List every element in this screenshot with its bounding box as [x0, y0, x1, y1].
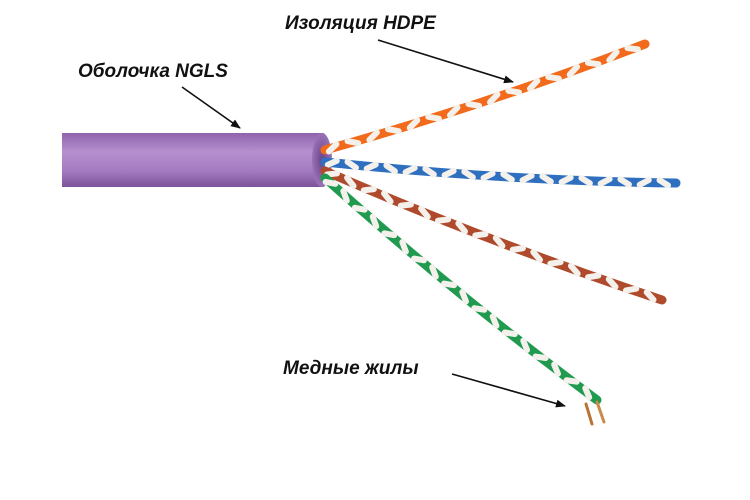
pair-blue-white-twist — [383, 162, 398, 175]
pair-green-white-twist — [441, 280, 458, 289]
pair-blue-white-twist — [617, 176, 632, 188]
pair-green-white-twist — [340, 187, 350, 204]
pair-orange-white-twist — [545, 73, 562, 82]
pair-orange-white-twist — [624, 45, 641, 53]
pair-orange-white-twist — [446, 104, 461, 119]
arrow-sheath — [181, 86, 241, 129]
pair-blue-white-twist — [324, 157, 340, 168]
pair-orange-white-twist — [366, 129, 380, 143]
pair-blue-white-twist — [461, 168, 476, 181]
pair-orange-white-twist — [487, 91, 501, 106]
pair-orange-white-twist — [465, 101, 483, 109]
pair-brown-white-twist — [381, 190, 394, 205]
pair-blue-white-twist — [578, 174, 593, 187]
pair-brown-white-twist — [344, 174, 357, 190]
pair-green-white-twist — [381, 230, 398, 239]
pair-blue-white-twist — [519, 172, 535, 184]
pair-blue-white-twist — [500, 171, 515, 183]
pair-brown-white-twist — [455, 220, 468, 235]
pair-brown-white-twist — [492, 234, 506, 249]
pair-orange-white-twist — [344, 138, 362, 147]
pair-brown-white-twist — [530, 249, 543, 263]
pair-orange — [320, 39, 650, 155]
pair-brown-white-twist — [323, 170, 340, 178]
pair-brown-white-twist — [547, 259, 564, 267]
pair-orange-white-twist — [505, 87, 522, 96]
leader-arrows — [181, 39, 566, 408]
pair-blue — [320, 157, 681, 189]
pair-green-white-twist — [489, 313, 500, 329]
copper-wire-2 — [595, 400, 606, 424]
pair-blue-white-twist — [539, 173, 554, 185]
pair-orange-white-twist — [385, 126, 402, 135]
pair-orange-white-twist — [406, 117, 421, 131]
pair-green-white-twist — [563, 377, 580, 385]
pair-brown-white-twist — [360, 186, 377, 194]
pair-blue-white-twist — [441, 167, 457, 179]
pair-brown-white-twist — [622, 285, 640, 294]
pair-brown-white-twist — [585, 272, 602, 281]
pair-blue-white-twist — [363, 161, 379, 172]
pair-green-white-twist — [399, 239, 409, 255]
pair-orange-white-twist — [526, 77, 541, 92]
pair-orange-white-twist — [566, 63, 581, 78]
pair-blue-white-twist — [402, 164, 418, 176]
pair-brown-white-twist — [434, 216, 452, 224]
pair-green-white-twist — [429, 264, 439, 280]
pair-blue-white-twist — [636, 177, 652, 188]
pair-brown-white-twist — [643, 289, 657, 303]
sheath-body — [62, 133, 324, 187]
label-copper: Медные жилы — [283, 358, 419, 379]
pair-brown-white-twist — [605, 276, 619, 290]
pair-green-white-twist — [582, 385, 593, 401]
pair-green-white-twist — [532, 353, 549, 362]
pair-blue-white-twist — [656, 177, 672, 189]
pair-brown — [320, 166, 667, 305]
pair-orange-white-twist — [325, 141, 340, 155]
pair-brown-white-twist — [472, 231, 489, 239]
pair-orange-white-twist — [606, 49, 620, 64]
sheath — [62, 133, 332, 187]
copper-wire-1 — [584, 402, 594, 426]
pair-blue-white-twist — [480, 170, 496, 181]
pair-blue-white-twist — [597, 175, 613, 187]
label-insulation: Изоляция HDPE — [285, 13, 436, 34]
pair-green-white-twist — [471, 305, 488, 313]
pair-brown-white-twist — [418, 205, 431, 220]
pair-green-white-twist — [351, 204, 368, 213]
copper-conductors — [584, 400, 606, 426]
pair-green-white-twist — [322, 178, 339, 187]
pair-blue-white-twist — [558, 174, 574, 186]
pair-green-white-twist — [520, 337, 531, 353]
pair-orange-white-twist — [584, 59, 602, 68]
pair-green-white-twist — [411, 255, 427, 264]
pair-green-white-twist — [501, 329, 518, 338]
pair-brown-white-twist — [397, 201, 414, 209]
arrow-copper — [451, 373, 566, 408]
pair-green-white-twist — [369, 213, 380, 230]
pair-green-white-twist — [459, 289, 469, 305]
label-sheath: Оболочка NGLS — [78, 61, 228, 82]
arrow-insulation — [377, 39, 514, 84]
pair-green — [320, 173, 602, 405]
pair-brown-white-twist — [567, 262, 581, 277]
pair-brown-white-twist — [509, 245, 526, 253]
pair-orange-white-twist — [425, 113, 442, 122]
pair-green-white-twist — [551, 361, 561, 377]
twisted-pairs — [320, 39, 681, 405]
pair-blue-white-twist — [422, 165, 437, 178]
pair-blue-white-twist — [344, 158, 359, 171]
